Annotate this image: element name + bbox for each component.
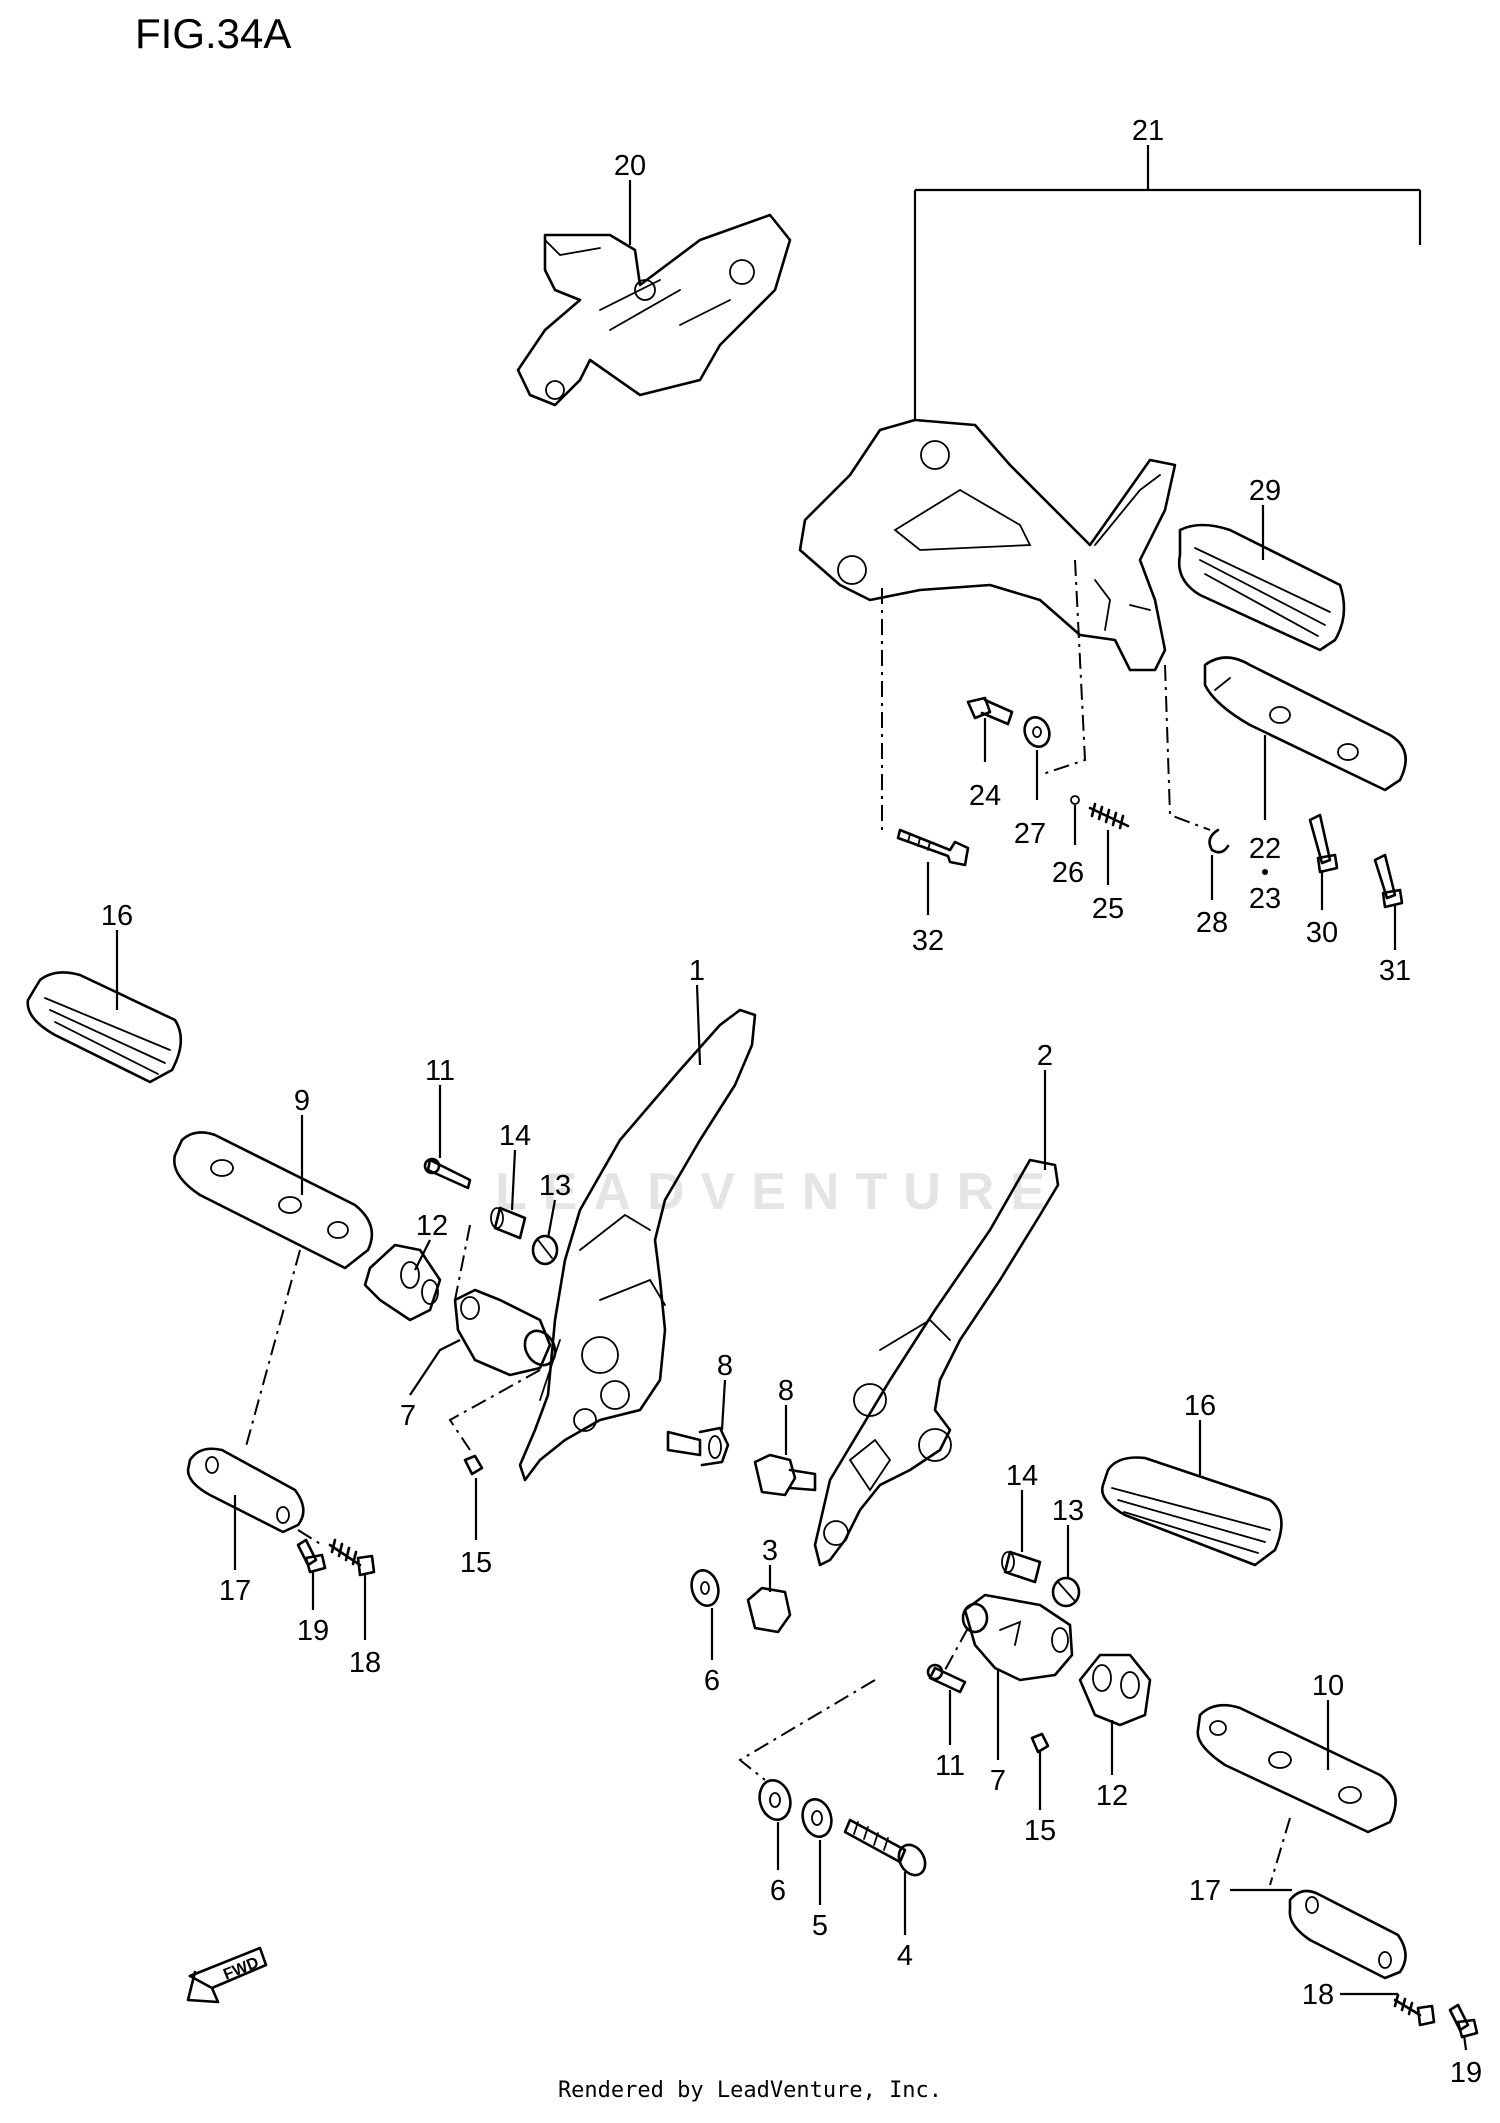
part-4-bolt <box>843 1818 927 1877</box>
part-19-screw-right <box>1448 2003 1479 2039</box>
part-28-clip <box>1208 828 1230 854</box>
part-10-footpeg <box>1196 1703 1397 1834</box>
callout-18-left: 18 <box>349 1647 381 1679</box>
callout-7-right: 7 <box>990 1765 1006 1797</box>
callout-3: 3 <box>762 1535 778 1567</box>
callout-8-a: 8 <box>717 1350 733 1382</box>
callout-17-left: 17 <box>219 1575 251 1607</box>
callout-23: 23 <box>1249 883 1281 915</box>
part-13-cap-right <box>1051 1576 1081 1608</box>
leader-lines <box>115 145 1468 2051</box>
part-19-screw-left <box>296 1538 327 1574</box>
watermark-text: LEADVENTURE <box>495 1163 1062 1221</box>
callout-6-upper: 6 <box>704 1665 720 1697</box>
part-11-pin-right <box>926 1663 967 1694</box>
callout-2: 2 <box>1037 1040 1053 1072</box>
callout-31: 31 <box>1379 955 1411 987</box>
callout-16-right: 16 <box>1184 1390 1216 1422</box>
callout-26: 26 <box>1052 857 1084 889</box>
part-18-screw-right <box>1393 1993 1436 2027</box>
part-31-screw <box>1373 853 1404 909</box>
part-16-footpeg-rubber-right <box>1100 1456 1283 1567</box>
callout-6-lower: 6 <box>770 1875 786 1907</box>
part-1-hanger-bracket <box>518 1008 757 1482</box>
part-15-clip-right <box>1030 1732 1050 1754</box>
callout-8-b: 8 <box>778 1375 794 1407</box>
callout-11-left: 11 <box>425 1055 455 1087</box>
callout-15-left: 15 <box>460 1547 492 1579</box>
callout-7-left: 7 <box>400 1400 416 1432</box>
callout-19-right: 19 <box>1450 2057 1482 2089</box>
callout-12-left: 12 <box>416 1210 448 1242</box>
part-8-bolt-b <box>753 1453 817 1497</box>
callout-4: 4 <box>897 1940 913 1972</box>
callout-30: 30 <box>1306 917 1338 949</box>
callout-20: 20 <box>614 150 646 182</box>
part-21-rear-bracket <box>798 418 1177 672</box>
part-24-bolt <box>966 696 1014 726</box>
part-30-screw <box>1308 813 1339 874</box>
part-6-washer-lower <box>758 1778 792 1822</box>
callout-18-right: 18 <box>1302 1979 1334 2011</box>
callout-19-left: 19 <box>297 1615 329 1647</box>
part-6-washer-upper <box>690 1568 720 1608</box>
callout-28: 28 <box>1196 907 1228 939</box>
callout-22: 22 <box>1249 833 1281 865</box>
part-29-footpeg-rubber <box>1177 523 1346 652</box>
part-11-pin <box>423 1157 472 1190</box>
part-8-bolt-a <box>666 1426 730 1467</box>
callout-25: 25 <box>1092 893 1124 925</box>
part-16-footpeg-rubber-left <box>26 971 183 1084</box>
part-18-screw-left <box>328 1538 376 1577</box>
part-14-bushing-right <box>1001 1550 1042 1584</box>
callout-29: 29 <box>1249 475 1281 507</box>
callout-27: 27 <box>1014 818 1046 850</box>
part-12-bracket-clip <box>363 1243 442 1322</box>
part-12-bracket-clip-right <box>1078 1653 1152 1727</box>
callout-5: 5 <box>812 1910 828 1942</box>
callout-labels: 20 21 29 24 27 26 25 28 22 23 30 31 32 1… <box>101 115 1482 2089</box>
part-14-bushing <box>490 1206 527 1240</box>
callout-1: 1 <box>689 955 705 987</box>
part-26-cotter-pin <box>1070 795 1080 805</box>
part-15-clip <box>463 1454 484 1476</box>
callout-11-right: 11 <box>935 1750 965 1782</box>
callout-21: 21 <box>1132 115 1164 147</box>
callout-14-left: 14 <box>499 1120 531 1152</box>
part-20-bracket <box>516 213 792 407</box>
fwd-label: FWD <box>221 1954 261 1983</box>
footer-credit: Rendered by LeadVenture, Inc. <box>557 2078 943 2103</box>
part-2-hanger-bracket <box>813 1158 1060 1567</box>
callout-16-left: 16 <box>101 900 133 932</box>
callout-24: 24 <box>969 780 1001 812</box>
part-22-rear-footpeg <box>1203 656 1407 792</box>
part-17-plate-left <box>186 1447 305 1534</box>
callout-separator-dot <box>1262 869 1268 875</box>
callout-9: 9 <box>294 1085 310 1117</box>
part-17-plate-right <box>1288 1889 1407 1980</box>
part-27-washer <box>1023 716 1051 748</box>
callout-13-right: 13 <box>1052 1495 1084 1527</box>
assembly-lines <box>244 559 1291 1886</box>
callout-32: 32 <box>912 925 944 957</box>
fwd-arrow-icon <box>186 1946 268 2004</box>
callout-15-right: 15 <box>1024 1815 1056 1847</box>
callout-10: 10 <box>1312 1670 1344 1702</box>
callout-13-left: 13 <box>539 1170 571 1202</box>
figure-title: FIG.34A <box>135 10 292 57</box>
callout-17-right: 17 <box>1189 1875 1221 1907</box>
part-9-footpeg <box>173 1131 374 1270</box>
part-7-pivot-right <box>961 1593 1074 1682</box>
callout-12-right: 12 <box>1096 1780 1128 1812</box>
part-3-nut <box>746 1586 792 1634</box>
part-25-spring <box>1088 802 1130 830</box>
part-32-bolt <box>896 828 970 867</box>
part-7-pivot <box>453 1288 557 1377</box>
part-13-cap <box>531 1234 559 1266</box>
callout-14-right: 14 <box>1006 1460 1038 1492</box>
part-5-washer <box>801 1797 833 1839</box>
